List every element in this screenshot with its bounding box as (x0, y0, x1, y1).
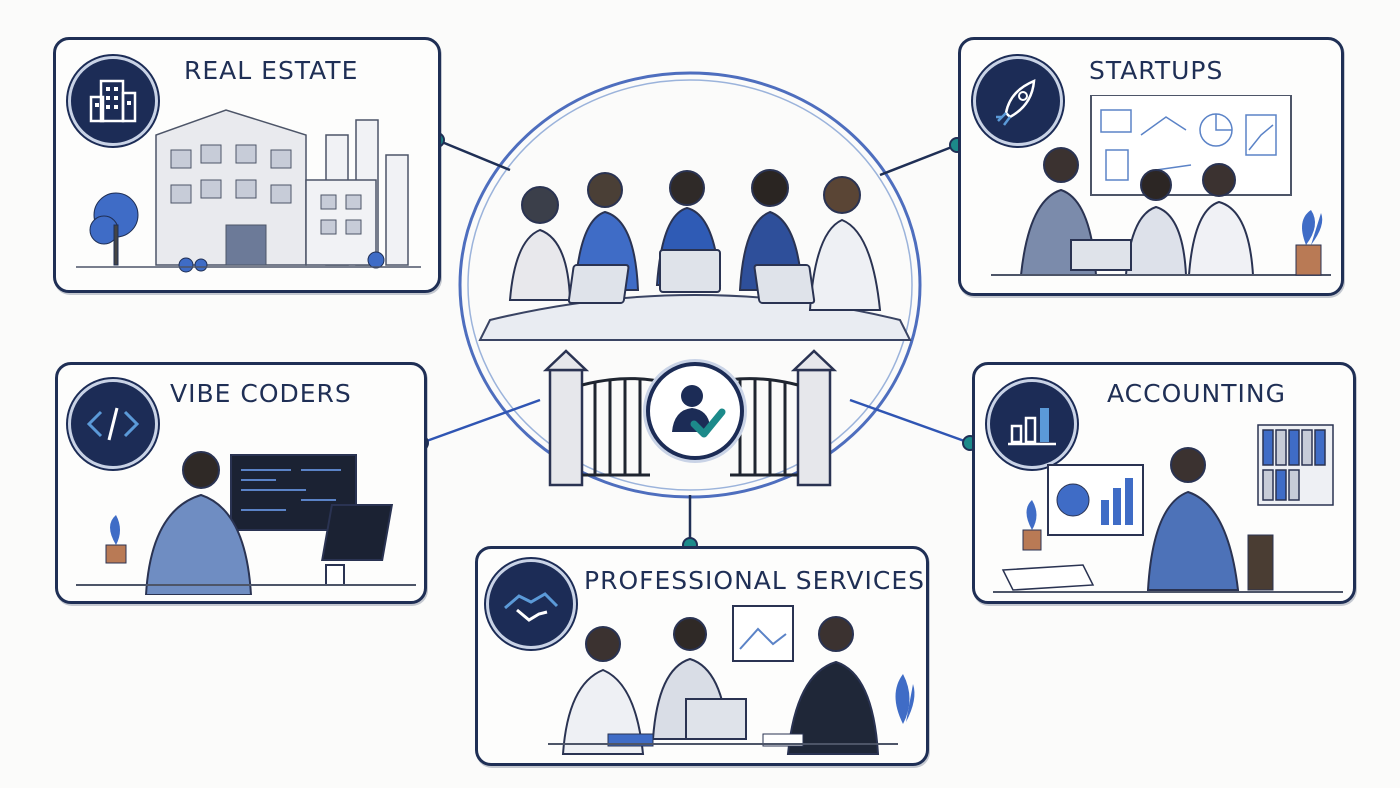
accounting-title: ACCOUNTING (1107, 379, 1286, 408)
real-estate-title: REAL ESTATE (184, 56, 359, 85)
professional-services-title: PROFESSIONAL SERVICES (584, 566, 926, 595)
card-professional-services[interactable]: PROFESSIONAL SERVICES (475, 546, 929, 766)
card-startups[interactable]: STARTUPS (958, 37, 1344, 296)
vibe-coders-badge (68, 379, 158, 469)
vibe-coders-illustration (76, 451, 416, 595)
center-shield-badge (646, 362, 744, 460)
connector-accounting (849, 398, 971, 445)
real-estate-badge (68, 56, 158, 146)
accounting-badge (987, 379, 1077, 469)
professional-services-illustration (548, 605, 915, 755)
card-accounting[interactable]: ACCOUNTING (972, 362, 1356, 604)
rocket-icon (996, 79, 1036, 126)
center-team-illustration (478, 169, 912, 341)
handshake-icon (504, 592, 559, 622)
card-vibe-coders[interactable]: VIBE CODERS (55, 362, 427, 604)
building-icon (89, 79, 137, 123)
vibe-coders-title: VIBE CODERS (170, 379, 352, 408)
card-real-estate[interactable]: REAL ESTATE (53, 37, 441, 293)
real-estate-illustration (76, 109, 421, 273)
connector-vibe-coders (420, 398, 541, 445)
professional-services-badge (486, 559, 576, 649)
startups-badge (973, 56, 1063, 146)
startups-illustration (991, 95, 1331, 276)
code-icon (86, 407, 140, 441)
person-check-icon (672, 385, 726, 438)
accounting-illustration (993, 424, 1343, 593)
gate-illustration (542, 349, 838, 487)
bar-chart-icon (1008, 408, 1056, 446)
startups-title: STARTUPS (1089, 56, 1224, 85)
